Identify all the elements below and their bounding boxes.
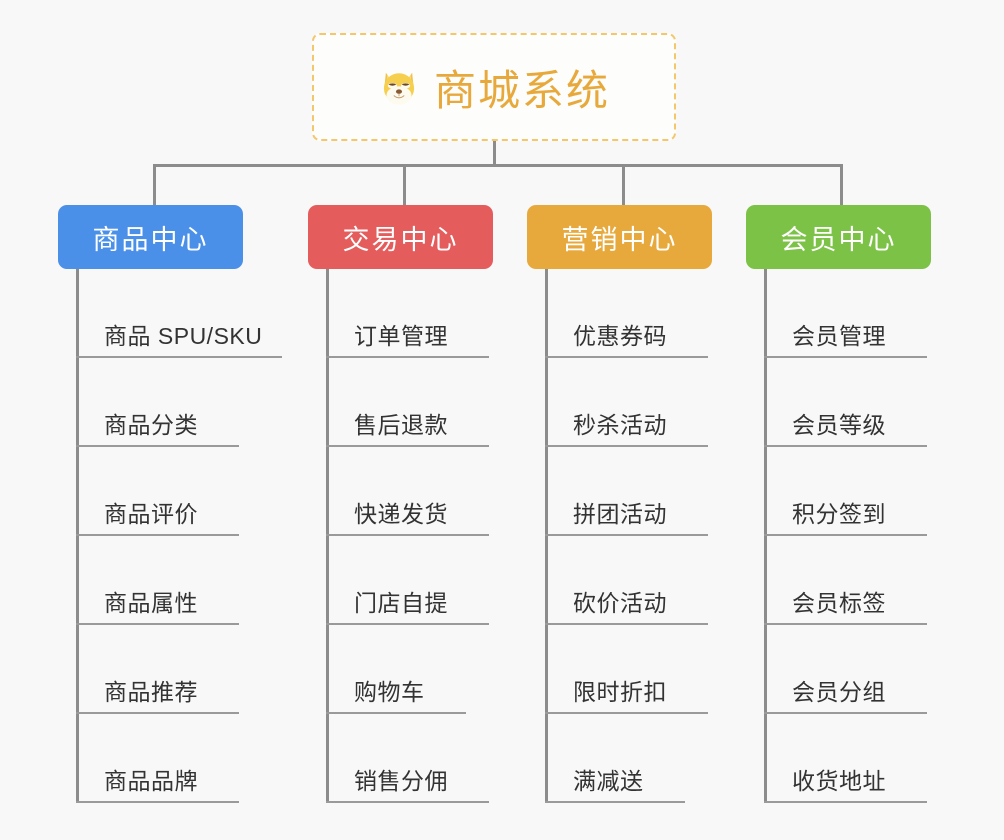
branch-spine bbox=[545, 269, 548, 803]
connector-root-stem bbox=[493, 141, 496, 167]
branch-header[interactable]: 商品中心 bbox=[58, 205, 243, 269]
branch-item-label: 商品分类 bbox=[104, 412, 198, 438]
branch-column: 会员中心会员管理会员等级积分签到会员标签会员分组收货地址 bbox=[746, 205, 931, 803]
connector-drop-4 bbox=[840, 164, 843, 205]
branch-item-label: 售后退款 bbox=[354, 412, 448, 438]
branch-spine bbox=[76, 269, 79, 803]
branch-column: 商品中心商品 SPU/SKU 商品分类商品评价商品属性商品推荐商品品牌 bbox=[58, 205, 282, 803]
branch-item-label: 订单管理 bbox=[354, 323, 448, 349]
branch-item[interactable]: 拼团活动 bbox=[527, 447, 712, 536]
branch-item-rule bbox=[326, 356, 489, 358]
branch-item[interactable]: 优惠券码 bbox=[527, 269, 712, 358]
branch-spine bbox=[326, 269, 329, 803]
branch-item-label: 会员标签 bbox=[792, 590, 886, 616]
branch-item[interactable]: 购物车 bbox=[308, 625, 493, 714]
branch-item-label: 限时折扣 bbox=[573, 679, 667, 705]
branch-item-label: 会员分组 bbox=[792, 679, 886, 705]
branch-item-label: 门店自提 bbox=[354, 590, 448, 616]
branch-item-rule bbox=[764, 801, 927, 803]
branch-item[interactable]: 订单管理 bbox=[308, 269, 493, 358]
branch-item-label: 销售分佣 bbox=[354, 768, 448, 794]
branch-spine bbox=[764, 269, 767, 803]
branch-item[interactable]: 限时折扣 bbox=[527, 625, 712, 714]
branch-item-rule bbox=[764, 534, 927, 536]
branch-item[interactable]: 满减送 bbox=[527, 714, 712, 803]
branch-column: 交易中心订单管理售后退款快递发货门店自提购物车销售分佣 bbox=[308, 205, 493, 803]
branch-item-label: 会员管理 bbox=[792, 323, 886, 349]
branch-item-label: 商品 SPU/SKU bbox=[104, 323, 263, 349]
root-node[interactable]: 商城系统 bbox=[312, 33, 676, 141]
branch-item-label: 商品品牌 bbox=[104, 768, 198, 794]
branch-item-label: 快递发货 bbox=[354, 501, 448, 527]
branch-item[interactable]: 商品品牌 bbox=[58, 714, 243, 803]
branch-item-rule bbox=[545, 445, 708, 447]
branch-item-rule bbox=[545, 356, 708, 358]
branch-item-rule bbox=[76, 712, 239, 714]
branch-item-list: 订单管理售后退款快递发货门店自提购物车销售分佣 bbox=[308, 269, 493, 803]
branch-item-label: 商品属性 bbox=[104, 590, 198, 616]
branch-item[interactable]: 商品推荐 bbox=[58, 625, 243, 714]
branch-item[interactable]: 会员标签 bbox=[746, 536, 931, 625]
branch-item-label: 商品推荐 bbox=[104, 679, 198, 705]
branch-item-label: 收货地址 bbox=[792, 768, 886, 794]
branch-item-rule bbox=[76, 801, 239, 803]
branch-item-label: 会员等级 bbox=[792, 412, 886, 438]
branch-item-label: 优惠券码 bbox=[573, 323, 667, 349]
branch-item-rule bbox=[764, 623, 927, 625]
branch-item[interactable]: 积分签到 bbox=[746, 447, 931, 536]
branch-item-rule bbox=[326, 623, 489, 625]
branch-item-rule bbox=[326, 445, 489, 447]
branch-item-rule bbox=[326, 534, 489, 536]
branch-item-label: 积分签到 bbox=[792, 501, 886, 527]
root-title: 商城系统 bbox=[433, 66, 610, 114]
branch-item-rule bbox=[764, 712, 927, 714]
branch-item-label: 商品评价 bbox=[104, 501, 198, 527]
branch-item[interactable]: 会员等级 bbox=[746, 358, 931, 447]
branch-item-rule bbox=[76, 356, 282, 358]
branch-item[interactable]: 销售分佣 bbox=[308, 714, 493, 803]
branch-item-rule bbox=[326, 801, 489, 803]
branch-item-label: 购物车 bbox=[354, 679, 425, 705]
branch-item[interactable]: 砍价活动 bbox=[527, 536, 712, 625]
branch-item[interactable]: 售后退款 bbox=[308, 358, 493, 447]
branch-header[interactable]: 会员中心 bbox=[746, 205, 931, 269]
branch-item[interactable]: 会员分组 bbox=[746, 625, 931, 714]
branch-header[interactable]: 交易中心 bbox=[308, 205, 493, 269]
branch-item[interactable]: 门店自提 bbox=[308, 536, 493, 625]
branch-header[interactable]: 营销中心 bbox=[527, 205, 712, 269]
branch-item-list: 商品 SPU/SKU 商品分类商品评价商品属性商品推荐商品品牌 bbox=[58, 269, 282, 803]
branch-item-rule bbox=[545, 534, 708, 536]
branch-item-rule bbox=[545, 623, 708, 625]
branch-item-rule bbox=[326, 712, 466, 714]
branch-column: 营销中心优惠券码秒杀活动拼团活动砍价活动限时折扣满减送 bbox=[527, 205, 712, 803]
branch-item-label: 砍价活动 bbox=[573, 590, 667, 616]
branch-item[interactable]: 快递发货 bbox=[308, 447, 493, 536]
connector-horizontal-bus bbox=[153, 164, 840, 167]
branch-item-rule bbox=[76, 534, 239, 536]
branch-item[interactable]: 秒杀活动 bbox=[527, 358, 712, 447]
branch-item-rule bbox=[545, 712, 708, 714]
connector-drop-2 bbox=[403, 164, 406, 205]
shiba-dog-face-icon bbox=[378, 66, 420, 108]
connector-drop-3 bbox=[622, 164, 625, 205]
branch-item-label: 拼团活动 bbox=[573, 501, 667, 527]
branch-item[interactable]: 收货地址 bbox=[746, 714, 931, 803]
branch-item[interactable]: 商品分类 bbox=[58, 358, 243, 447]
connector-drop-1 bbox=[153, 164, 156, 205]
branch-item-rule bbox=[76, 445, 239, 447]
branch-item-label: 满减送 bbox=[573, 768, 644, 794]
branch-item-list: 优惠券码秒杀活动拼团活动砍价活动限时折扣满减送 bbox=[527, 269, 712, 803]
branch-item[interactable]: 商品评价 bbox=[58, 447, 243, 536]
branch-item[interactable]: 会员管理 bbox=[746, 269, 931, 358]
branch-item-rule bbox=[76, 623, 239, 625]
branch-item-rule bbox=[545, 801, 685, 803]
branch-item-list: 会员管理会员等级积分签到会员标签会员分组收货地址 bbox=[746, 269, 931, 803]
branch-item[interactable]: 商品 SPU/SKU bbox=[58, 269, 282, 358]
branch-item-rule bbox=[764, 445, 927, 447]
branch-item-rule bbox=[764, 356, 927, 358]
branch-item-label: 秒杀活动 bbox=[573, 412, 667, 438]
branch-item[interactable]: 商品属性 bbox=[58, 536, 243, 625]
